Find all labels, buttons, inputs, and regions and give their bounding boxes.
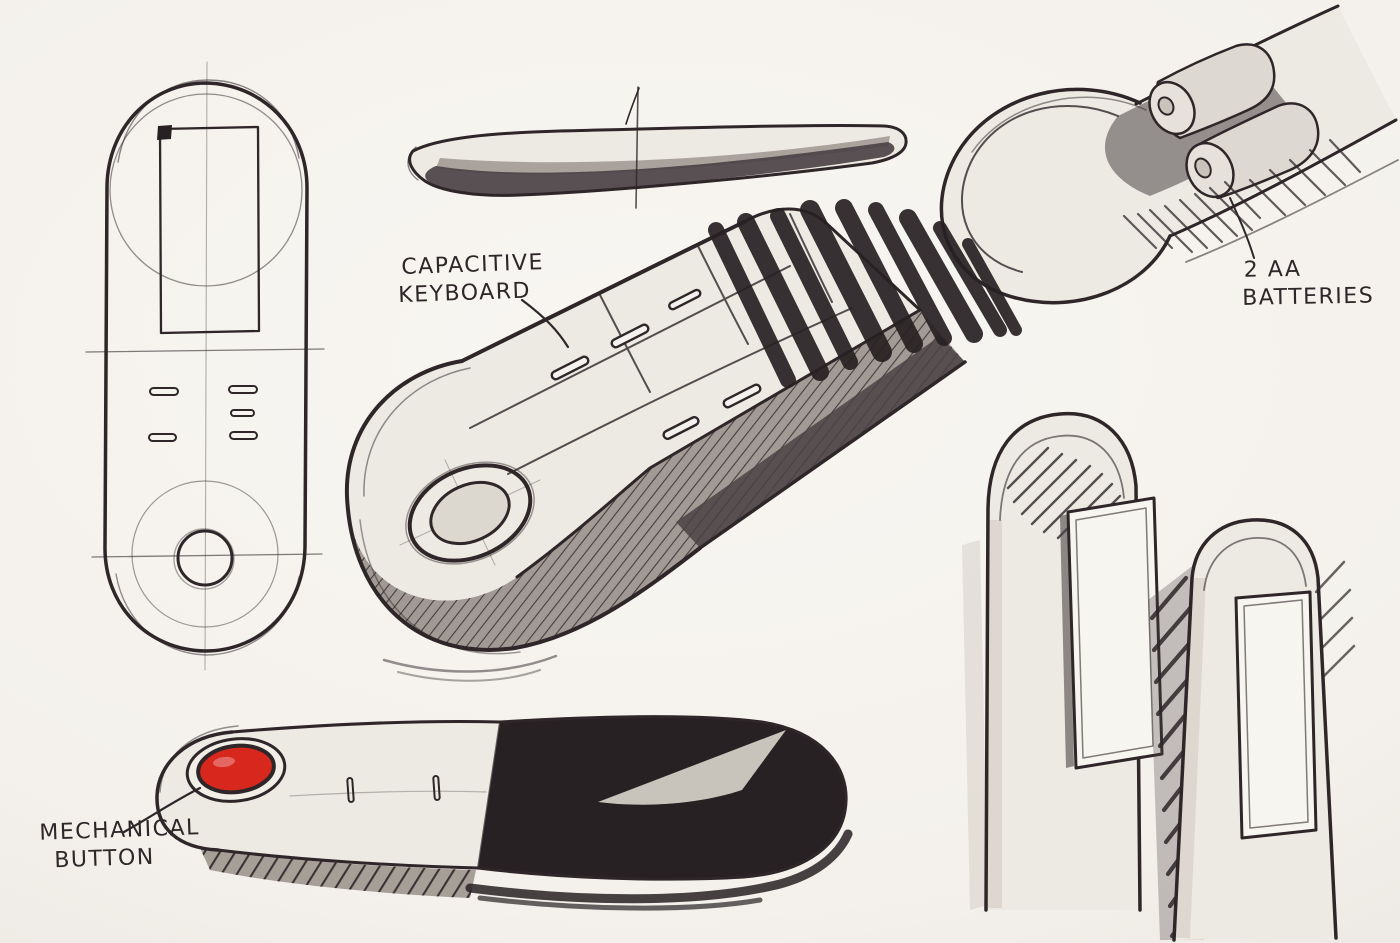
batteries-leader-line [1229, 197, 1255, 259]
side-profile-mid-shade [436, 136, 890, 175]
capacitive-keyboard-leader-line [520, 298, 570, 349]
front-view-overstroke-bottom [115, 573, 300, 656]
ds-outer-marker-band [962, 540, 988, 910]
mechanical-button-red-cap [196, 743, 276, 795]
mb-dark-shadow-sweep [465, 829, 853, 904]
ds-right-panel [1234, 590, 1318, 840]
battery-hatching [1122, 138, 1362, 254]
construction-line-mid [85, 348, 325, 353]
capacitive-keyboard-label-line2: KEYBOARD [398, 279, 531, 309]
main-ground-shadow [382, 654, 558, 682]
side-profile-outline [408, 123, 908, 197]
ds-left-slab [984, 411, 1164, 912]
ds-right-panel-inner [1243, 599, 1309, 829]
construction-centerline [204, 61, 208, 671]
mb-dark-shadow-sweep-2 [477, 895, 763, 911]
detail-studies-sketch [962, 411, 1356, 942]
ds-left-panel-shadow [1060, 514, 1074, 768]
mechanical-button-annotation: MECHANICAL BUTTON [39, 815, 200, 873]
mechanical-button-sketch: MECHANICAL BUTTON [39, 715, 853, 911]
side-profile-sketch [407, 86, 908, 209]
mechanical-button-highlight [213, 756, 235, 768]
main-outlines [344, 207, 967, 655]
ds-left-inner-dome [999, 434, 1125, 521]
marker-streaks [708, 199, 1022, 388]
construction-line-lower [91, 553, 323, 558]
mb-slots [346, 774, 441, 803]
capacitive-keyboard-annotation: CAPACITIVE KEYBOARD [398, 250, 544, 309]
ds-left-edge-shade [988, 520, 1002, 908]
aa-battery-2 [1185, 102, 1320, 200]
ds-right-edge-shade [1174, 578, 1206, 938]
ds-right-outer-hatch [1314, 560, 1356, 678]
battery-inner-wall [961, 105, 1119, 273]
mb-underside-hatch [200, 848, 476, 898]
ds-right-inner-dome [1203, 537, 1307, 591]
main-side-face-dark-strip [676, 336, 965, 548]
mechanical-button [185, 737, 287, 803]
battery-cutaway-sketch: 2 AA BATTERIES [939, 4, 1399, 311]
mechanical-button-label-line2: BUTTON [54, 845, 155, 873]
front-view-outline [103, 81, 309, 653]
front-view-sketch [85, 61, 325, 671]
mb-highlight-swoosh [598, 730, 786, 805]
side-profile-antenna-tick [625, 87, 640, 125]
batteries-label-line1: 2 AA [1244, 257, 1302, 283]
keyboard-slots [550, 288, 762, 441]
construction-circle-bottom [131, 480, 279, 628]
screen-corner-mark [157, 125, 172, 140]
ring-control [399, 459, 541, 566]
aa-battery-1 [1148, 43, 1276, 140]
screen-rect [158, 125, 261, 335]
main-side-face-hatch [347, 310, 965, 650]
side-profile-construction-vertical [635, 86, 639, 209]
battery-body-shadow-edge [1185, 159, 1399, 263]
side-profile-nose-overstroke [407, 146, 419, 181]
main-perspective-sketch: CAPACITIVE KEYBOARD [344, 199, 1022, 682]
construction-circle-top [109, 93, 303, 287]
battery-nose-overstroke [971, 96, 1147, 153]
front-round-button-overstroke [173, 528, 235, 590]
mb-outlines [155, 715, 848, 881]
ds-right-slab [1172, 518, 1356, 942]
side-profile-underside-shade [425, 142, 895, 196]
front-view-overstroke-top [117, 79, 300, 163]
batteries-annotation: 2 AA BATTERIES [1242, 257, 1374, 311]
battery-2-terminal [1194, 157, 1212, 179]
batteries-label-line2: BATTERIES [1242, 284, 1374, 311]
mechanical-button-label-line1: MECHANICAL [39, 815, 200, 846]
ds-left-panel-inner [1075, 507, 1154, 759]
capacitive-keyboard-label-line1: CAPACITIVE [401, 250, 544, 280]
mechanical-button-leader-line [122, 786, 202, 834]
front-round-button [176, 529, 234, 587]
battery-1-terminal [1157, 96, 1175, 116]
front-button-slots [148, 385, 258, 442]
ds-left-panel [1066, 496, 1164, 770]
battery-body-bottom-edge [1168, 118, 1398, 238]
